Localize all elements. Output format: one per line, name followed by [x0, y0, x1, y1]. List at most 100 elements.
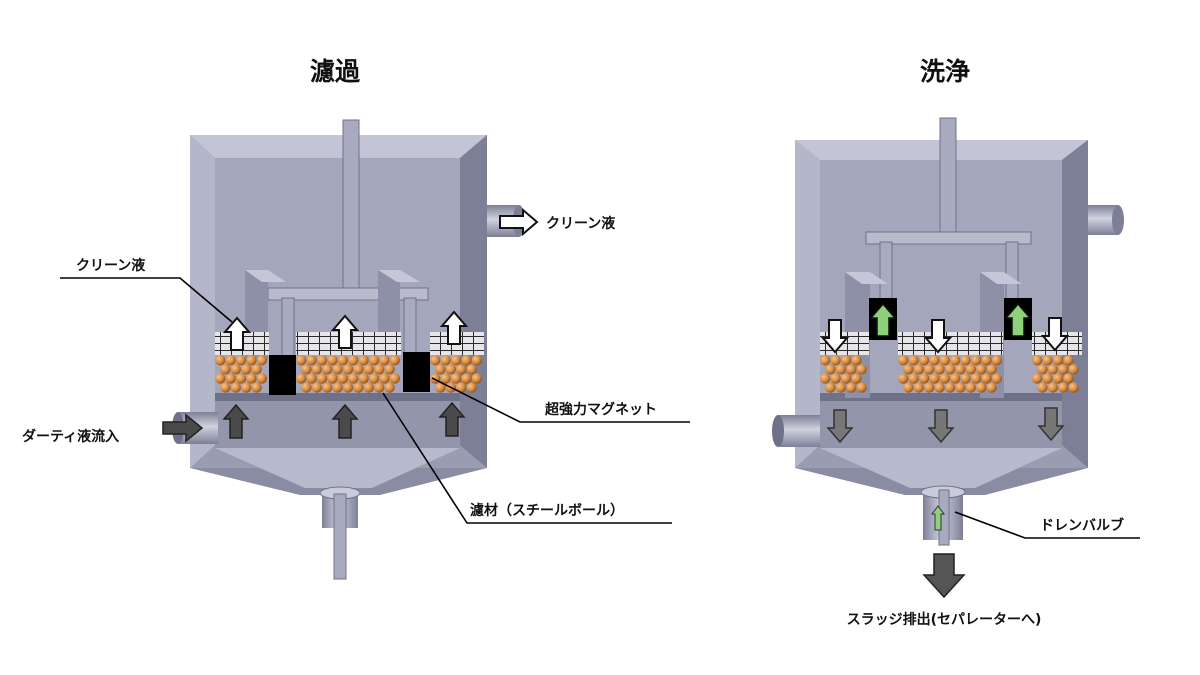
steel-ball — [306, 355, 317, 366]
steel-ball — [389, 355, 400, 366]
label-dirty-in: ダーティ液流入 — [22, 428, 119, 445]
steel-ball — [379, 373, 390, 384]
steel-ball — [327, 355, 338, 366]
steel-ball — [1052, 355, 1064, 366]
steel-ball — [225, 355, 236, 366]
sludge-down-arrow — [922, 553, 966, 599]
steel-balls — [215, 355, 482, 393]
steel-ball — [327, 373, 338, 384]
steel-ball — [456, 382, 467, 393]
steel-ball — [970, 355, 982, 366]
magnet-right — [403, 352, 430, 392]
steel-ball — [256, 373, 267, 384]
up-arrow-dark-right — [438, 401, 466, 437]
steel-ball — [384, 382, 395, 393]
label-clean-up: クリーン液 — [76, 257, 146, 274]
steel-ball — [461, 373, 472, 384]
leader-clean-up — [60, 277, 233, 323]
steel-ball — [1047, 382, 1059, 393]
filtration-tank — [190, 135, 487, 495]
steel-ball — [918, 355, 930, 366]
steel-ball — [924, 364, 935, 375]
up-arrow-white-right — [439, 310, 469, 345]
steel-ball — [929, 373, 940, 384]
filtration-panel: 濾過 — [22, 57, 690, 580]
steel-ball — [986, 382, 997, 393]
left-guide-top — [245, 270, 286, 282]
steel-ball — [1063, 373, 1074, 384]
steel-ball — [1058, 364, 1069, 375]
grid-top-center — [898, 332, 1003, 355]
steel-ball — [235, 373, 247, 384]
down-arrow-gray-left — [826, 409, 854, 444]
steel-ball — [368, 373, 380, 384]
green-up-arrow-right — [1004, 302, 1032, 337]
tank-left-wall — [795, 140, 820, 468]
steel-ball — [342, 382, 354, 393]
steel-ball — [846, 382, 857, 393]
green-up-arrow-drain — [931, 505, 945, 531]
leader-magnet — [431, 377, 690, 423]
up-arrow-white-left — [222, 316, 252, 351]
steel-ball — [944, 382, 956, 393]
steel-ball — [934, 382, 945, 393]
steel-ball — [296, 355, 307, 366]
steel-ball — [332, 364, 343, 375]
steel-ball — [353, 382, 364, 393]
steel-ball — [1037, 364, 1048, 375]
steel-ball — [924, 382, 935, 393]
steel-ball — [944, 364, 956, 375]
steel-ball — [301, 364, 312, 375]
up-arrow-white-center — [330, 314, 360, 349]
steel-ball — [840, 373, 852, 384]
steel-ball — [301, 382, 312, 393]
steel-ball — [225, 373, 236, 384]
steel-ball — [965, 364, 976, 375]
steel-ball — [230, 382, 241, 393]
steel-ball — [220, 364, 231, 375]
piston-right-leg — [1005, 241, 1019, 301]
down-arrow-white-right — [1040, 317, 1070, 352]
steel-ball — [466, 382, 477, 393]
down-arrow-white-center — [923, 319, 953, 354]
steel-ball — [960, 355, 971, 366]
tank-left-wall — [190, 135, 215, 468]
steel-ball — [241, 382, 252, 393]
steel-ball — [960, 373, 971, 384]
hopper-inner — [820, 448, 1062, 488]
steel-ball — [976, 364, 987, 375]
steel-ball — [353, 364, 364, 375]
tank-top-rim — [190, 135, 487, 158]
piston-assembly — [845, 117, 1032, 398]
steel-ball — [991, 373, 1002, 384]
steel-ball — [435, 364, 446, 375]
steel-ball — [241, 364, 252, 375]
steel-ball — [1058, 382, 1069, 393]
label-sludge: スラッジ排出(セパレーターへ) — [847, 611, 1042, 628]
outlet-pipe-end — [1112, 205, 1124, 235]
steel-ball — [311, 382, 322, 393]
down-arrow-gray-right — [1037, 407, 1065, 442]
partition-plate — [820, 393, 1062, 401]
steel-ball — [296, 373, 307, 384]
steel-ball — [461, 355, 472, 366]
leader-media — [382, 392, 672, 524]
steel-ball — [825, 382, 836, 393]
up-arrow-dark-center — [331, 403, 359, 439]
filtration-arrows — [162, 207, 539, 443]
steel-ball — [384, 364, 395, 375]
steel-ball — [251, 364, 262, 375]
up-arrow-dark-left — [222, 403, 250, 439]
steel-ball — [965, 382, 976, 393]
steel-ball — [220, 382, 231, 393]
steel-ball — [337, 355, 348, 366]
steel-ball — [316, 373, 328, 384]
steel-ball — [840, 355, 852, 366]
steel-ball — [374, 364, 385, 375]
right-guide-top — [378, 270, 420, 282]
steel-ball — [1032, 373, 1043, 384]
steel-ball — [256, 355, 267, 366]
steel-ball — [215, 373, 226, 384]
steel-ball — [950, 355, 961, 366]
steel-ball — [348, 355, 359, 366]
